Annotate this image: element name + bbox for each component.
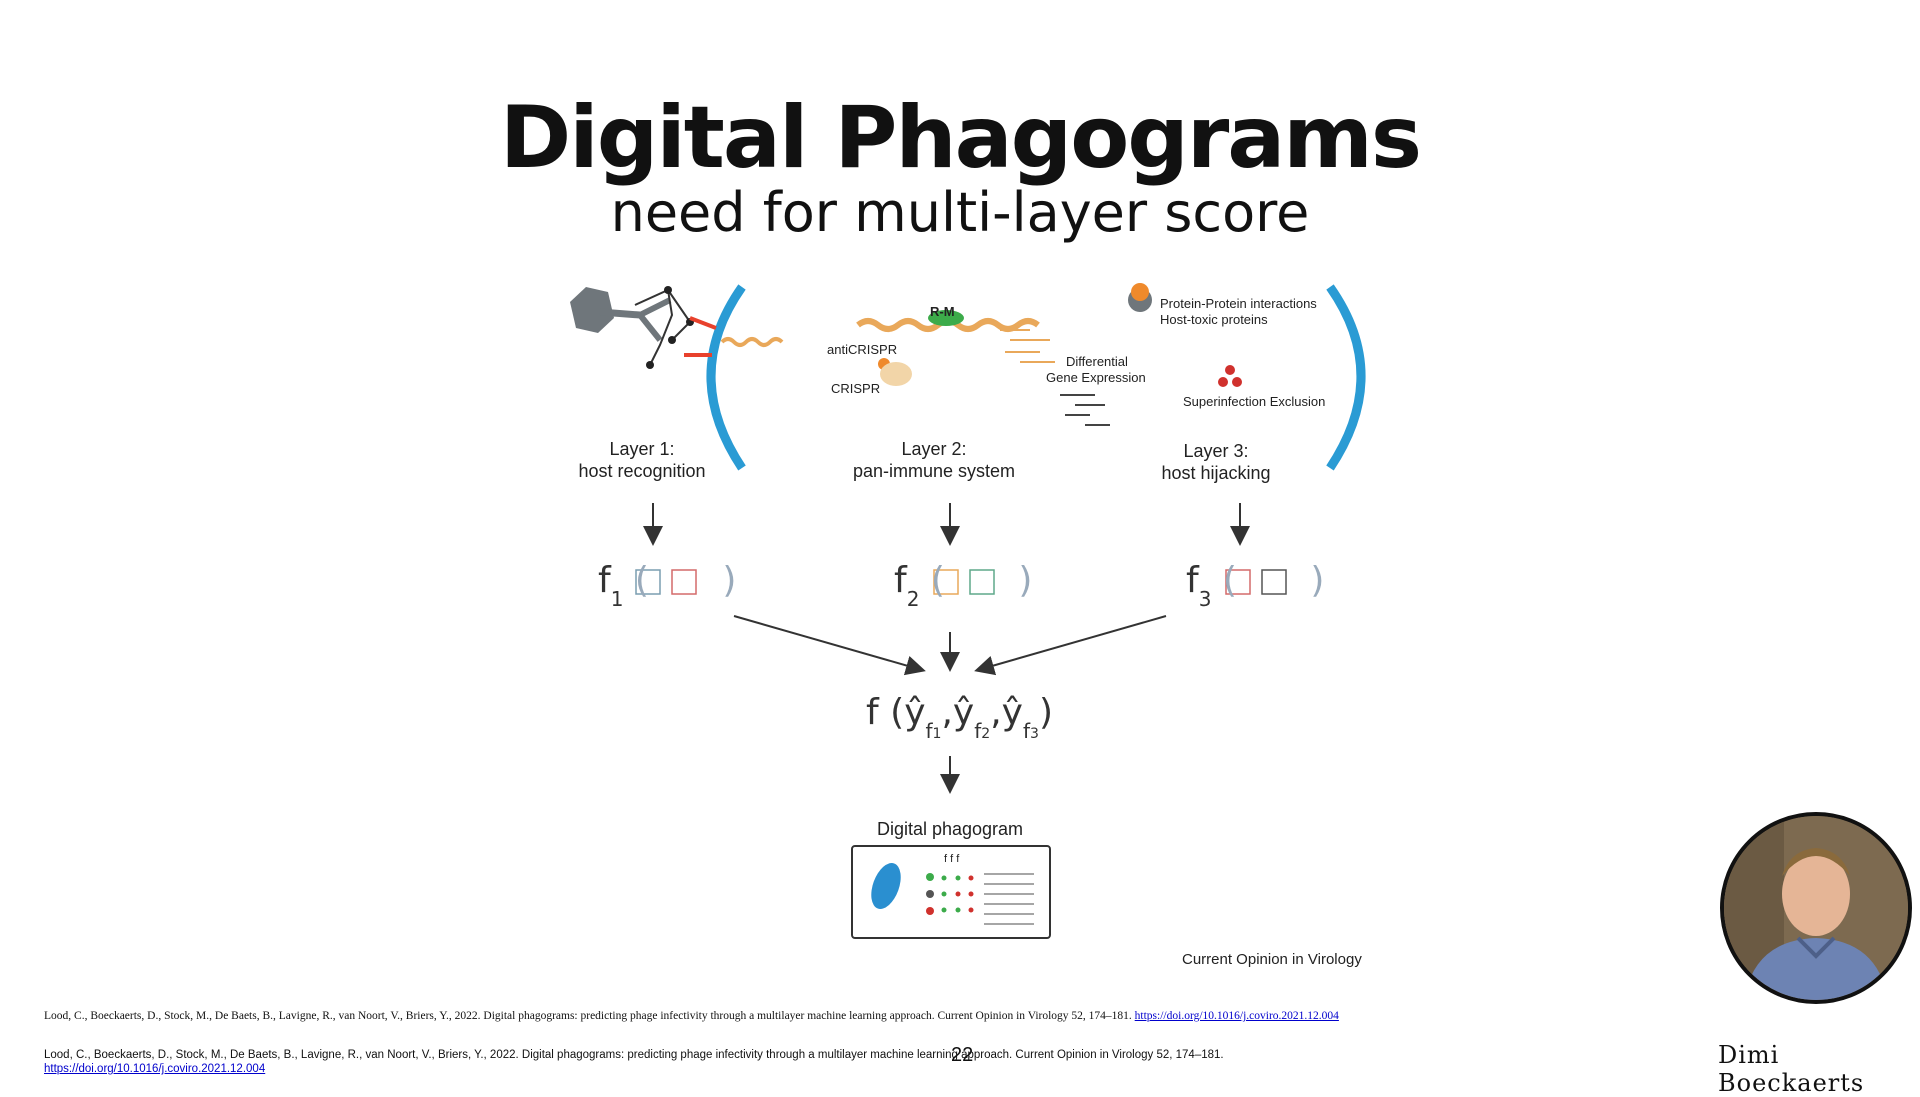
layer-3-desc: host hijacking xyxy=(1161,463,1271,483)
reference-sans: Lood, C., Boeckaerts, D., Stock, M., De … xyxy=(44,1049,1224,1075)
right-bracket xyxy=(1326,284,1366,471)
report-lines xyxy=(984,873,1034,925)
figure-source: Current Opinion in Virology xyxy=(1182,951,1362,968)
layer-2-function: f2 ( ) xyxy=(894,560,1033,611)
presenter-avatar xyxy=(1720,812,1912,1004)
layer-1-function: f1 ( ) xyxy=(598,560,737,611)
superinfection-icon xyxy=(1218,365,1242,387)
reference-serif-link[interactable]: https://doi.org/10.1016/j.coviro.2021.12… xyxy=(1134,1010,1339,1022)
slide-subtitle: need for multi-layer score xyxy=(610,181,1310,244)
diff-expr-label-1: Differential xyxy=(1066,354,1128,369)
ppi-label-2: Host-toxic proteins xyxy=(1160,312,1268,327)
layer-1-desc: host recognition xyxy=(578,461,706,481)
phage-icon xyxy=(570,286,784,369)
layer-3-function: f3 ( ) xyxy=(1186,560,1325,611)
layer-2-desc: pan-immune system xyxy=(852,461,1016,481)
transcript-lines-icon xyxy=(1060,394,1110,426)
output-label: Digital phagogram xyxy=(876,819,1024,839)
anticrispr-label: antiCRISPR xyxy=(827,342,898,357)
left-bracket xyxy=(706,284,746,471)
combined-function: f (ŷf1,ŷf2,ŷf3) xyxy=(866,692,1053,743)
reference-sans-link[interactable]: https://doi.org/10.1016/j.coviro.2021.12… xyxy=(44,1063,266,1075)
phagogram-box xyxy=(851,845,1051,939)
rm-label: R-M xyxy=(930,304,955,319)
layer-2-title: Layer 2: xyxy=(901,439,967,459)
diff-expr-label-2: Gene Expression xyxy=(1046,370,1146,385)
layer-1-title: Layer 1: xyxy=(609,439,675,459)
bacterium-icon xyxy=(871,863,901,909)
presenter-photo xyxy=(1724,816,1908,1000)
score-dots xyxy=(926,873,974,915)
expression-lines-icon xyxy=(1000,329,1055,363)
reference-serif: Lood, C., Boeckaerts, D., Stock, M., De … xyxy=(44,1010,1339,1022)
presenter-signature: Dimi Boeckaerts xyxy=(1718,1041,1865,1097)
matrix-icons xyxy=(635,569,1287,595)
slide-title: Digital Phagograms xyxy=(499,88,1422,188)
protein-interaction-icon xyxy=(1128,283,1152,312)
crispr-label: CRISPR xyxy=(831,381,881,396)
layer-3-title: Layer 3: xyxy=(1183,441,1249,461)
superinfection-label: Superinfection Exclusion xyxy=(1183,394,1326,409)
ppi-label-1: Protein-Protein interactions xyxy=(1160,296,1317,311)
page-number: 22 xyxy=(951,1044,974,1066)
crispr-icon xyxy=(878,358,912,386)
output-header: f f f xyxy=(944,853,960,865)
